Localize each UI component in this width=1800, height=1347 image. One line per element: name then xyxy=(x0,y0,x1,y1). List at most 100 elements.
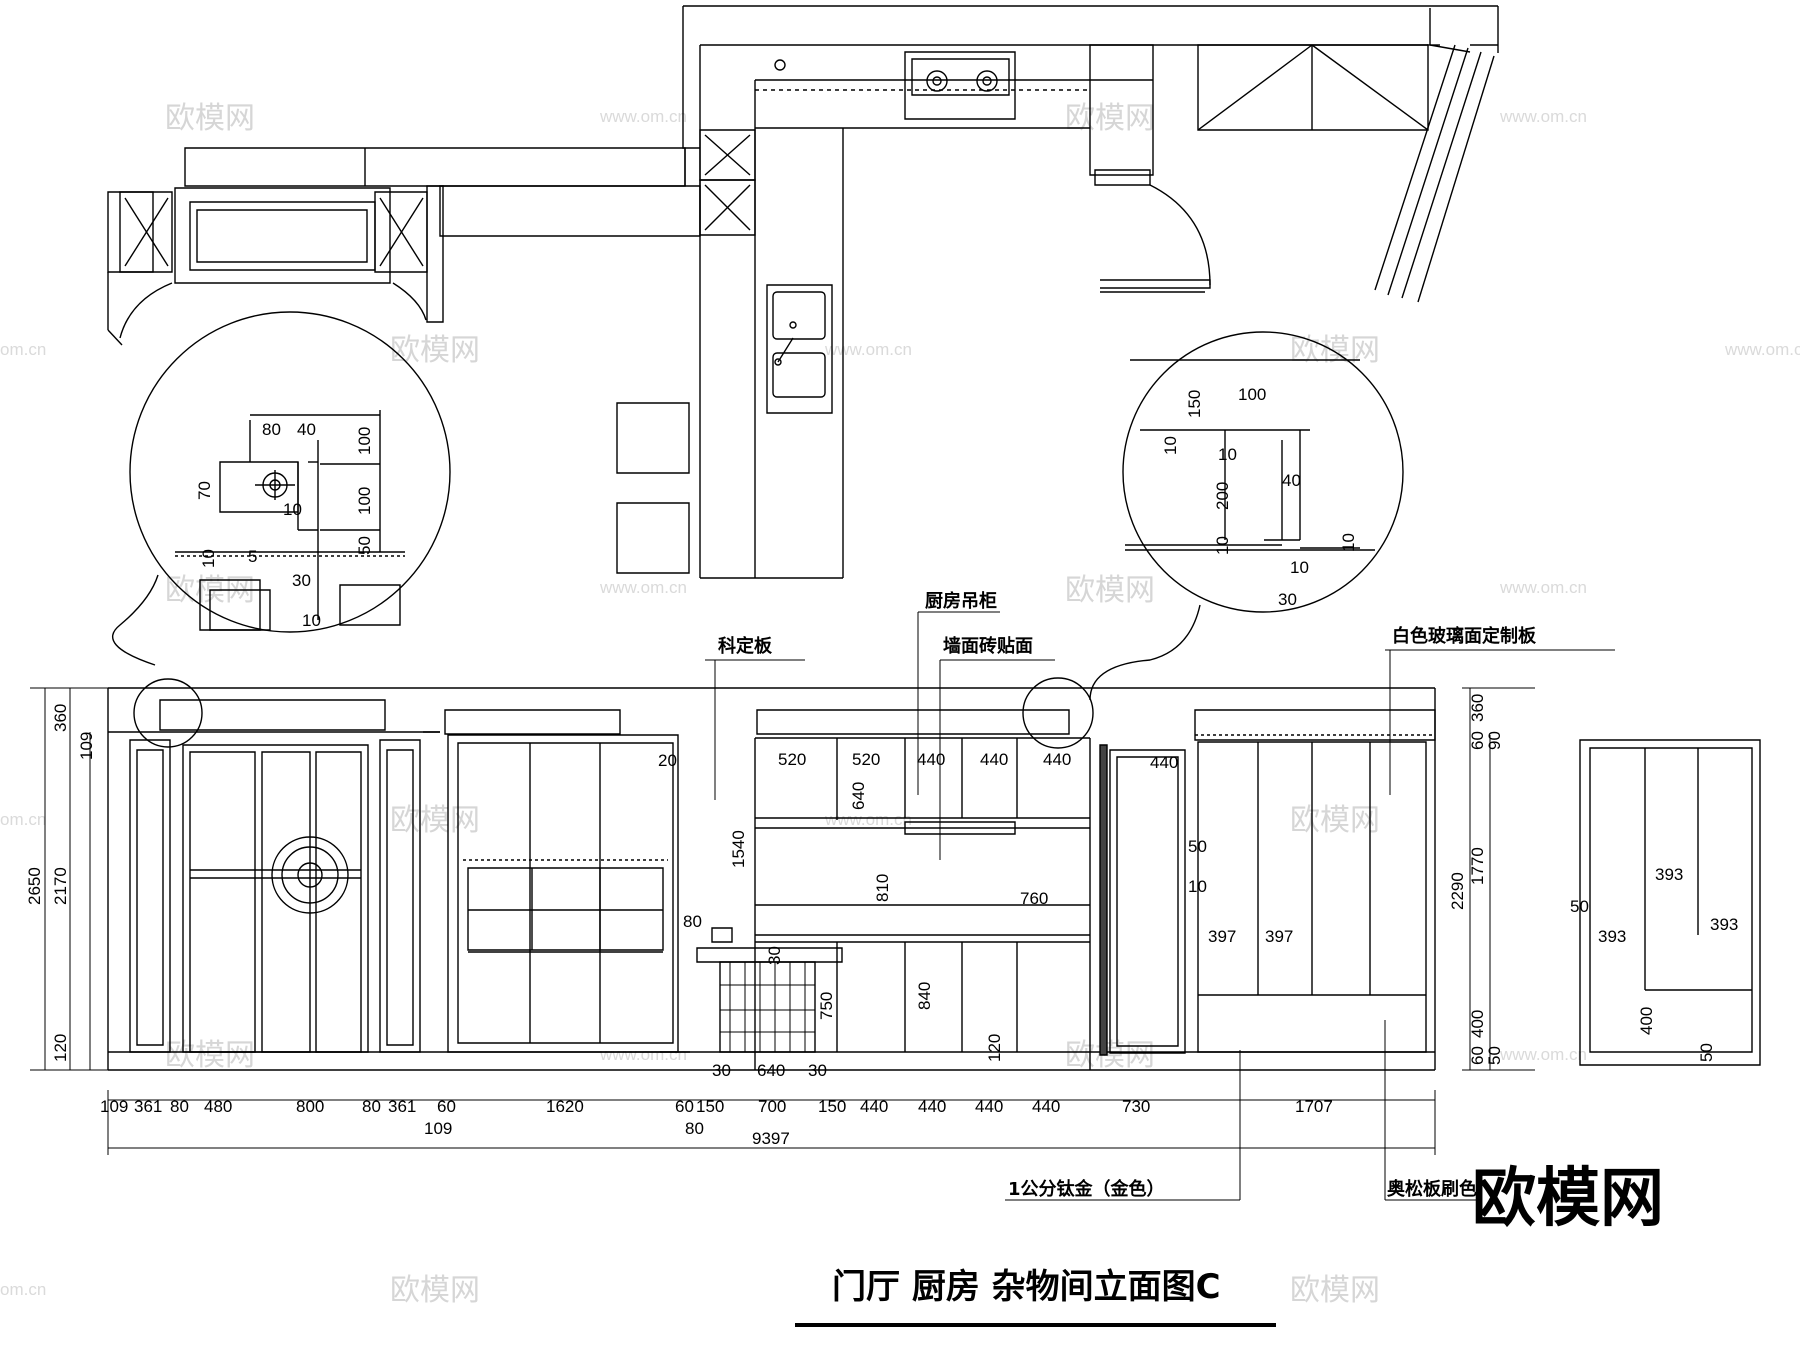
callout-keding: 科定板 xyxy=(718,635,773,657)
dim-label: 10 xyxy=(1218,445,1237,464)
watermark-url: www.om.cn xyxy=(1724,340,1800,359)
dim-label: 1770 xyxy=(1468,847,1487,885)
watermark-text: 欧模网 xyxy=(165,101,255,136)
floor-plan xyxy=(108,6,1498,578)
dim-label: 440 xyxy=(980,750,1008,769)
dim-label: 360 xyxy=(51,704,70,732)
dim-label: 440 xyxy=(860,1097,888,1116)
dim-label: 100 xyxy=(355,487,374,515)
dim-label: 10 xyxy=(1213,536,1232,555)
dim-label: 361 xyxy=(388,1097,416,1116)
watermark-url: www.om.cn xyxy=(599,107,687,126)
watermark-text: 欧模网 xyxy=(390,803,480,838)
dim-label: 730 xyxy=(1122,1097,1150,1116)
watermark-url: om.cn xyxy=(0,340,46,359)
watermark-url: www.om.cn xyxy=(1499,107,1587,126)
dim-label: 80 xyxy=(262,420,281,439)
dim-label: 640 xyxy=(757,1061,785,1080)
dim-label: 30 xyxy=(712,1061,731,1080)
brand-logo: 欧模网 xyxy=(1472,1162,1664,1236)
dim-label: 840 xyxy=(915,982,934,1010)
watermark-url: www.om.cn xyxy=(599,578,687,597)
dim-label: 30 xyxy=(292,571,311,590)
watermark-url: www.om.cn xyxy=(599,1045,687,1064)
dim-label: 10 xyxy=(283,500,302,519)
detail-circle-right xyxy=(1123,332,1403,612)
elevation-main xyxy=(108,688,1435,1070)
dim-label: 60 xyxy=(1468,1046,1487,1065)
dim-label: 150 xyxy=(696,1097,724,1116)
dim-label: 810 xyxy=(873,874,892,902)
dim-label: 120 xyxy=(985,1034,1004,1062)
dim-label: 100 xyxy=(1238,385,1266,404)
dim-label: 10 xyxy=(1290,558,1309,577)
dim-label: 440 xyxy=(975,1097,1003,1116)
watermark-text: 欧模网 xyxy=(165,1038,255,1073)
dim-label: 750 xyxy=(817,992,836,1020)
dim-label: 200 xyxy=(1213,482,1232,510)
dim-label: 1707 xyxy=(1295,1097,1333,1116)
detail-leader xyxy=(113,575,158,665)
elevation-side xyxy=(1580,740,1760,1065)
callouts: 科定板 厨房吊柜 墙面砖贴面 白色玻璃面定制板 1公分钛金（金色） 奥松板刷色 xyxy=(718,590,1537,1200)
watermark-text: 欧模网 xyxy=(1290,1273,1380,1308)
dim-label: 80 xyxy=(170,1097,189,1116)
dim-label: 20 xyxy=(658,751,677,770)
callout-qiangmian: 墙面砖贴面 xyxy=(943,635,1033,657)
detail-circle-left xyxy=(130,312,450,632)
callout-taijin: 1公分钛金（金色） xyxy=(1008,1178,1165,1200)
dim-label: 397 xyxy=(1208,927,1236,946)
dim-label: 120 xyxy=(51,1034,70,1062)
dim-label: 760 xyxy=(1020,889,1048,908)
dim-label: 700 xyxy=(758,1097,786,1116)
dim-label: 150 xyxy=(818,1097,846,1116)
dim-label: 10 xyxy=(1188,877,1207,896)
dim-label: 50 xyxy=(1697,1043,1716,1062)
dim-label: 70 xyxy=(195,481,214,500)
dim-label: 360 xyxy=(1468,694,1487,722)
dimension-text: 109 361 80 480 800 80 361 60 1620 60 150… xyxy=(25,385,1738,1148)
callout-diaogui: 厨房吊柜 xyxy=(925,590,997,612)
dim-label: 50 xyxy=(1188,837,1207,856)
dim-label: 10 xyxy=(302,611,321,630)
callout-aosong: 奥松板刷色 xyxy=(1387,1178,1477,1200)
dim-label: 80 xyxy=(683,912,702,931)
dim-label: 361 xyxy=(134,1097,162,1116)
dim-label: 30 xyxy=(765,946,784,965)
dim-label: 40 xyxy=(297,420,316,439)
dim-label: 10 xyxy=(1339,533,1358,552)
watermark-url: www.om.cn xyxy=(1499,578,1587,597)
dim-label: 520 xyxy=(778,750,806,769)
watermark-text: 欧模网 xyxy=(1065,573,1155,608)
dim-label: 10 xyxy=(199,549,218,568)
callout-baise: 白色玻璃面定制板 xyxy=(1392,625,1537,647)
dim-label: 480 xyxy=(204,1097,232,1116)
dim-label: 90 xyxy=(1485,731,1504,750)
dim-label: 10 xyxy=(1161,436,1180,455)
dim-label: 440 xyxy=(1150,753,1178,772)
dim-label: 1540 xyxy=(729,830,748,868)
dim-label: 520 xyxy=(852,750,880,769)
dim-label: 50 xyxy=(1570,897,1589,916)
watermark-url: www.om.cn xyxy=(1499,1045,1587,1064)
dim-label: 109 xyxy=(77,732,96,760)
dim-label: 640 xyxy=(849,782,868,810)
dim-label: 1620 xyxy=(546,1097,584,1116)
dim-total: 9397 xyxy=(752,1129,790,1148)
watermark-text: 欧模网 xyxy=(390,1273,480,1308)
detail-leader xyxy=(1090,605,1200,700)
dim-label: 60 xyxy=(1468,731,1487,750)
dim-label: 50 xyxy=(355,536,374,555)
dim-label: 2650 xyxy=(25,867,44,905)
dim-label: 393 xyxy=(1655,865,1683,884)
dim-label: 800 xyxy=(296,1097,324,1116)
dim-label: 80 xyxy=(362,1097,381,1116)
watermark-url: www.om.cn xyxy=(824,340,912,359)
detail-marker xyxy=(1023,678,1093,748)
dim-label: 393 xyxy=(1598,927,1626,946)
dim-label: 109 xyxy=(424,1119,452,1138)
dim-label: 150 xyxy=(1185,390,1204,418)
dim-label: 397 xyxy=(1265,927,1293,946)
dim-label: 2170 xyxy=(51,867,70,905)
dim-label: 40 xyxy=(1282,471,1301,490)
